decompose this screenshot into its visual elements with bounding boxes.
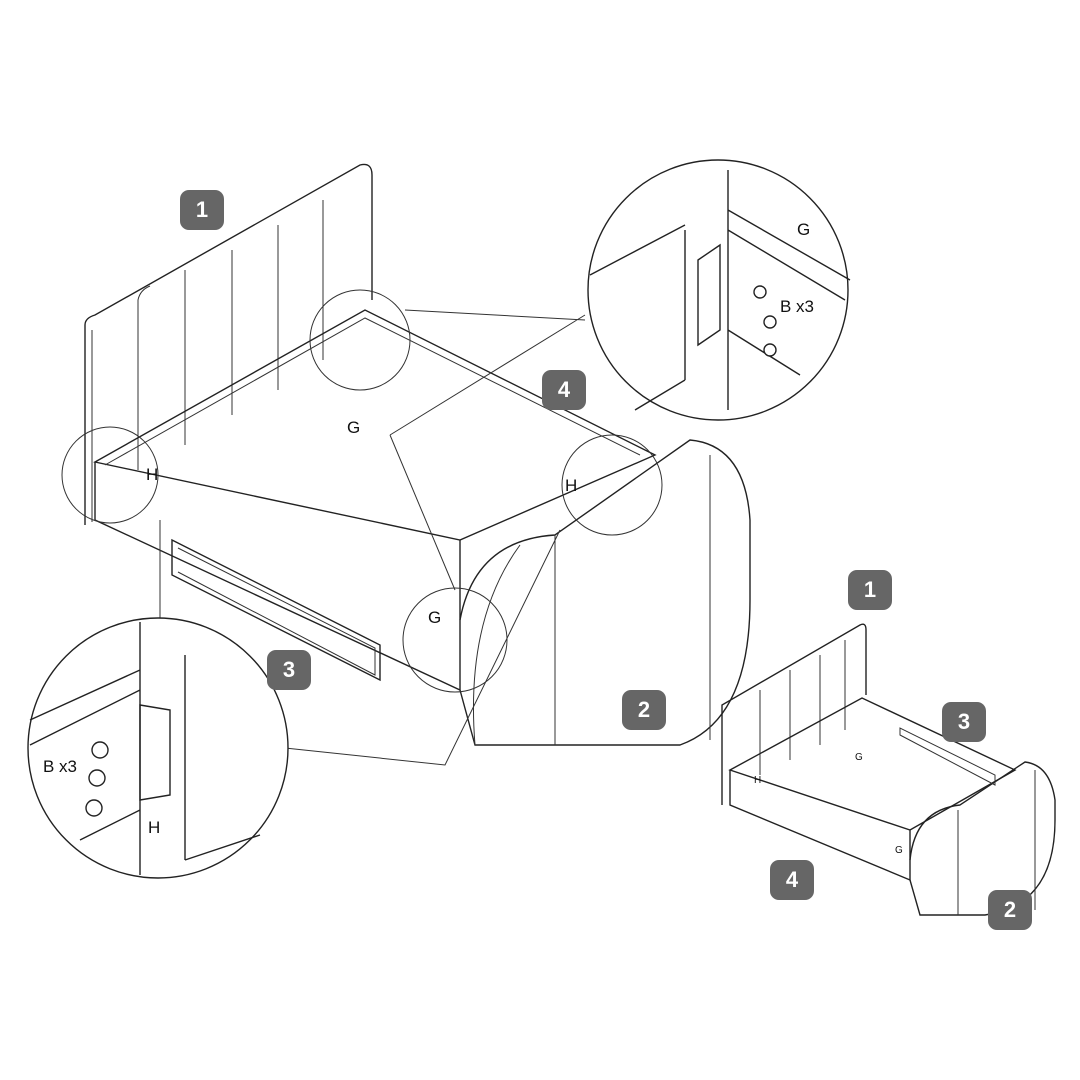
part-badge-4: 4: [542, 370, 586, 410]
detail-callouts: [61, 289, 663, 766]
bracket-icon: [139, 704, 171, 801]
bolt-icon: [91, 741, 109, 759]
bolt-icon: [763, 343, 777, 357]
detail-bottom-left: [27, 617, 289, 879]
bolt-icon: [763, 315, 777, 329]
bracket-icon: [697, 243, 721, 347]
bolt-icon: [85, 799, 103, 817]
label-g: G: [797, 220, 811, 239]
side-panel-slot: [171, 538, 381, 682]
label-h: H: [565, 476, 578, 495]
mini-part-badge-1: 1: [848, 570, 892, 610]
mini-label-g: G: [855, 752, 863, 763]
mini-part-badge-4: 4: [770, 860, 814, 900]
mini-part-badge-3: 3: [942, 702, 986, 742]
mini-part-badge-2: 2: [988, 890, 1032, 930]
part-badge-1: 1: [180, 190, 224, 230]
label-b-x3: B x3: [780, 297, 815, 316]
label-g: G: [428, 608, 442, 627]
part-badge-2: 2: [622, 690, 666, 730]
detail-top-right: [587, 159, 851, 421]
footboard: [459, 439, 751, 746]
label-h: H: [146, 465, 159, 484]
label-b-x3: B x3: [43, 757, 78, 776]
mini-label-h: H: [754, 775, 762, 786]
bed-frame: [93, 309, 657, 541]
bolt-icon: [88, 769, 106, 787]
label-h: H: [148, 818, 161, 837]
headboard: [84, 163, 373, 525]
mini-label-g: G: [895, 845, 903, 856]
bolt-icon: [753, 285, 767, 299]
label-g: G: [347, 418, 361, 437]
part-badge-3: 3: [267, 650, 311, 690]
